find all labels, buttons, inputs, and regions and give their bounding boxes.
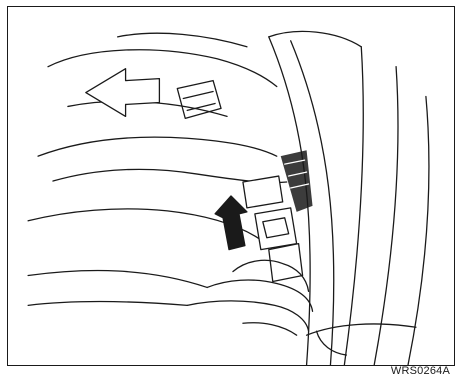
figure-code: WRS0264A: [391, 365, 450, 377]
seat-cushion: [307, 324, 416, 355]
hand: [28, 260, 312, 335]
arrow-left-icon: [86, 69, 160, 117]
seat-belt-release-illustration: [8, 7, 454, 365]
shoulder-area: [28, 33, 287, 245]
arrow-up-icon: [215, 196, 247, 250]
illustration-frame: [7, 6, 455, 366]
